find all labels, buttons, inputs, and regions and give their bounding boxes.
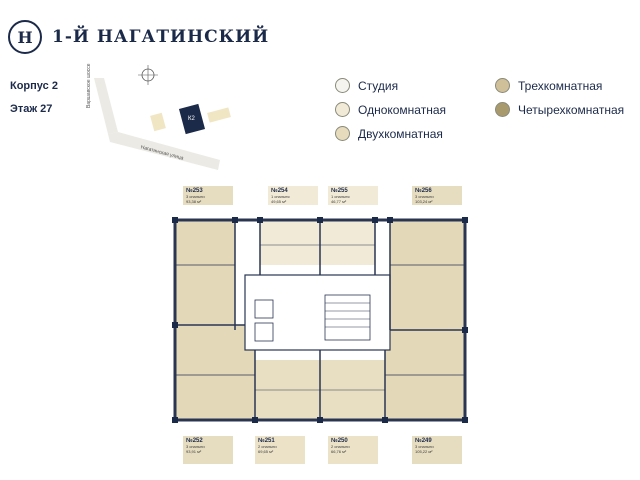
legend-item-two-room[interactable]: Двухкомнатная xyxy=(335,126,443,141)
apartment-area: 103,24 м² xyxy=(415,199,433,204)
apartment-number: №251 xyxy=(258,438,275,444)
legend-swatch xyxy=(495,78,510,93)
apartment-number: №249 xyxy=(415,438,432,444)
floor-plan xyxy=(160,205,480,435)
elevator-shaft xyxy=(254,299,274,319)
legend-item-four-room[interactable]: Четырехкомнатная xyxy=(495,102,624,117)
legend-item-three-room[interactable]: Трехкомнатная xyxy=(495,78,602,93)
legend-label: Студия xyxy=(358,78,399,93)
apartment-256-area xyxy=(390,220,465,330)
stair-core xyxy=(324,294,371,341)
legend-swatch xyxy=(495,102,510,117)
elevator-shaft xyxy=(254,322,274,342)
elevator-core xyxy=(244,274,391,351)
apartment-rooms: 1 спальня xyxy=(331,194,350,199)
site-map xyxy=(94,65,231,170)
logo-monogram: H xyxy=(8,20,42,54)
legend-label: Двухкомнатная xyxy=(358,126,443,141)
legend-label: Однокомнатная xyxy=(358,102,447,117)
legend-item-studio[interactable]: Студия xyxy=(335,78,398,93)
apartment-rooms: 2 спальни xyxy=(331,444,350,449)
brand-logo[interactable]: H 1-Й НАГАТИНСКИЙ xyxy=(8,20,269,54)
apartment-rooms: 3 спальни xyxy=(415,444,434,449)
floor-label: Этаж 27 xyxy=(10,103,53,115)
building-label: Корпус 2 xyxy=(10,80,58,92)
road-horizontal xyxy=(108,132,220,170)
apartment-area: 93,91 м² xyxy=(186,449,202,454)
apartment-254-area xyxy=(260,220,320,265)
apartment-area: 69,65 м² xyxy=(258,449,274,454)
apartment-rooms: 3 спальни xyxy=(186,194,205,199)
neighbor-building xyxy=(207,107,231,123)
legend-label: Четырехкомнатная xyxy=(518,102,625,117)
current-building-label: К2 xyxy=(188,116,195,122)
apartment-number: №252 xyxy=(186,438,203,444)
legend-swatch xyxy=(335,126,350,141)
apartment-rooms: 3 спальни xyxy=(415,194,434,199)
apartment-area: 93,38 м² xyxy=(186,199,202,204)
apartment-252-area xyxy=(175,325,255,420)
apartment-number: №256 xyxy=(415,188,432,194)
apartment-card-249[interactable]: №249 3 спальни 105,22 м² xyxy=(412,436,462,464)
apartment-255-area xyxy=(320,220,375,265)
apartment-card-252[interactable]: №252 3 спальни 93,91 м² xyxy=(183,436,233,464)
apartment-number: №253 xyxy=(186,188,203,194)
brand-name: 1-Й НАГАТИНСКИЙ xyxy=(52,27,270,47)
road-vertical xyxy=(94,78,118,134)
legend-item-one-room[interactable]: Однокомнатная xyxy=(335,102,446,117)
current-building xyxy=(178,103,206,135)
apartment-card-250[interactable]: №250 2 спальни 66,76 м² xyxy=(328,436,378,464)
apartment-number: №254 xyxy=(271,188,288,194)
legend-label: Трехкомнатная xyxy=(518,78,603,93)
legend-swatch xyxy=(335,78,350,93)
compass-icon xyxy=(138,65,158,85)
apartment-area: 66,76 м² xyxy=(331,449,347,454)
street-vertical-label: Варшавское шоссе xyxy=(86,63,92,108)
apartment-area: 105,22 м² xyxy=(415,449,433,454)
apartment-rooms: 3 спальни xyxy=(186,444,205,449)
apartment-rooms: 2 спальни xyxy=(258,444,277,449)
apartment-area: 49,65 м² xyxy=(271,199,287,204)
apartment-number: №255 xyxy=(331,188,348,194)
legend-swatch xyxy=(335,102,350,117)
apartment-card-251[interactable]: №251 2 спальни 69,65 м² xyxy=(255,436,305,464)
apartment-number: №250 xyxy=(331,438,348,444)
neighbor-building xyxy=(150,112,166,132)
apartment-253-area xyxy=(175,220,235,330)
apartment-rooms: 1 спальня xyxy=(271,194,290,199)
apartment-area: 46,77 м² xyxy=(331,199,347,204)
